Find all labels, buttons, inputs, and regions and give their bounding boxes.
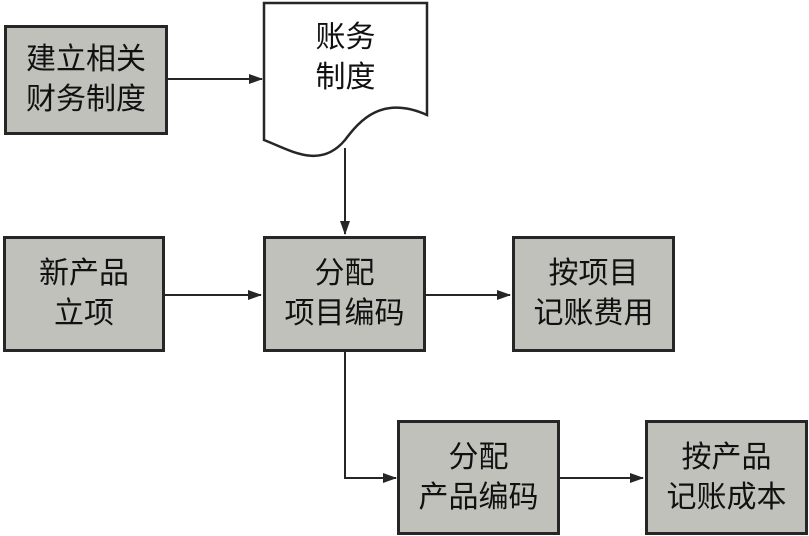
node-record-cost-by-product-line1: 按产品: [681, 439, 772, 475]
node-assign-product-code-line2: 产品编码: [418, 479, 539, 515]
document-shape-accounting-rules: [262, 1, 429, 158]
document-accounting-rules-line1: 账务: [315, 20, 376, 55]
node-establish-finance-rules: 建立相关 财务制度: [4, 25, 168, 135]
node-record-expense-by-project-line1: 按项目: [548, 256, 639, 291]
node-assign-project-code-line2: 项目编码: [284, 296, 405, 331]
document-accounting-rules-line2: 制度: [315, 60, 376, 95]
node-new-product-approval: 新产品 立项: [3, 236, 165, 352]
node-assign-project-code: 分配 项目编码: [263, 236, 426, 352]
node-establish-finance-rules-line2: 财务制度: [26, 82, 146, 117]
node-record-cost-by-product-line2: 记账成本: [666, 479, 787, 515]
node-assign-product-code: 分配 产品编码: [397, 420, 560, 535]
document-accounting-rules: 账务 制度: [264, 18, 427, 98]
arrow-project-code-to-product-code: [344, 352, 397, 483]
node-assign-project-code-line1: 分配: [314, 256, 375, 291]
node-record-cost-by-product: 按产品 记账成本: [645, 420, 808, 535]
node-record-expense-by-project-line2: 记账费用: [533, 296, 654, 331]
node-assign-product-code-line1: 分配: [448, 439, 509, 475]
node-record-expense-by-project: 按项目 记账费用: [512, 236, 675, 352]
node-new-product-approval-line2: 立项: [54, 296, 114, 331]
node-new-product-approval-line1: 新产品: [39, 256, 129, 291]
node-establish-finance-rules-line1: 建立相关: [26, 42, 146, 77]
